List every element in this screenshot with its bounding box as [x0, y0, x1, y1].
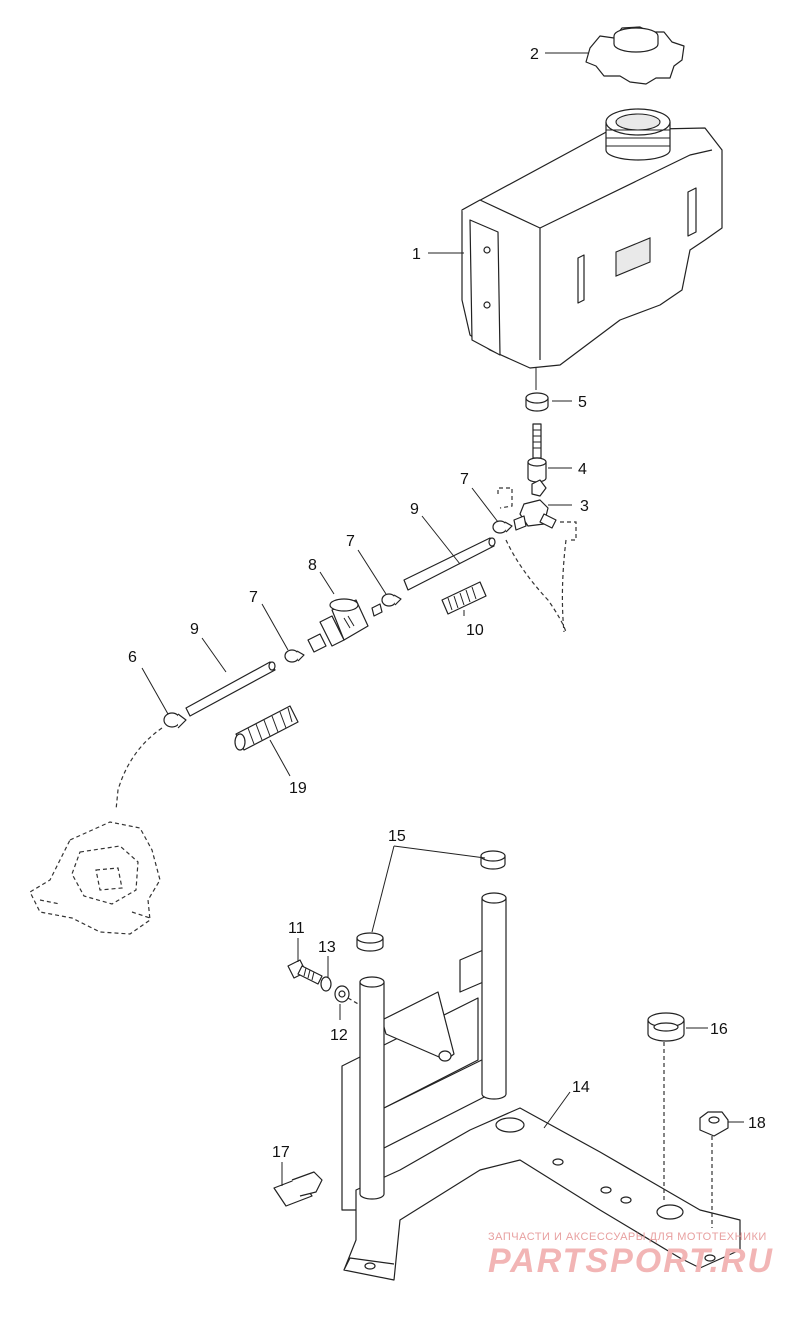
- carburetor-drawing: [29, 712, 187, 935]
- callout-15: 15: [388, 828, 406, 845]
- callout-14: 14: [572, 1079, 590, 1096]
- callout-5: 5: [578, 394, 587, 411]
- callout-9-lower: 9: [190, 621, 199, 638]
- callout-8: 8: [308, 557, 317, 574]
- bolt-washer-drawing: [287, 959, 383, 1019]
- watermark: ЗАПЧАСТИ И АКСЕССУАРЫ ДЛЯ МОТОТЕХНИКИ PA…: [488, 1231, 774, 1280]
- fuel-tank-drawing: [461, 108, 723, 390]
- callout-13: 13: [318, 939, 336, 956]
- callout-11: 11: [288, 920, 305, 937]
- callout-9-upper: 9: [410, 501, 419, 518]
- callout-7-left: 7: [249, 589, 258, 606]
- stand-frame-drawing: [341, 892, 741, 1281]
- callout-3: 3: [580, 498, 589, 515]
- callout-12: 12: [330, 1027, 348, 1044]
- spring-drawing: [234, 581, 487, 751]
- valve-assembly-drawing: [497, 392, 577, 633]
- grommet-nut-clip-drawing: [273, 1012, 729, 1228]
- callout-2: 2: [530, 46, 539, 63]
- callout-labels: 2 1 5 4 3 7 9 7 8 7 9 10 6 19 15 11 13 1…: [128, 46, 766, 1161]
- callout-18: 18: [748, 1115, 766, 1132]
- tube-cap-drawing: [356, 850, 506, 952]
- callout-16: 16: [710, 1021, 728, 1038]
- watermark-brand: PARTSPORT.RU: [488, 1242, 774, 1280]
- callout-19: 19: [289, 780, 307, 797]
- leader-lines: [141, 52, 744, 1186]
- fuel-line-drawing: [185, 537, 496, 717]
- callout-1: 1: [412, 246, 421, 263]
- callout-7-right: 7: [460, 471, 469, 488]
- callout-17: 17: [272, 1144, 290, 1161]
- fuel-filter-drawing: [307, 598, 383, 653]
- callout-7-middle: 7: [346, 533, 355, 550]
- callout-10: 10: [466, 622, 484, 639]
- callout-6: 6: [128, 649, 137, 666]
- hose-clamp-drawing: [284, 520, 513, 663]
- fuel-cap-drawing: [585, 26, 685, 85]
- callout-4: 4: [578, 461, 587, 478]
- watermark-tagline: ЗАПЧАСТИ И АКСЕССУАРЫ ДЛЯ МОТОТЕХНИКИ: [488, 1231, 767, 1243]
